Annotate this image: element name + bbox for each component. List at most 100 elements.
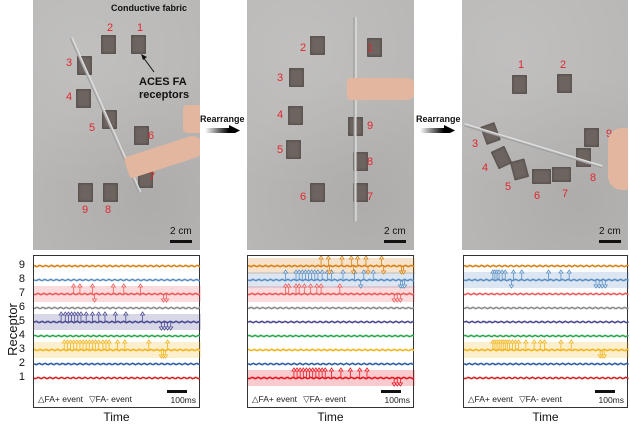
fa-plus-marker bbox=[86, 339, 93, 344]
fa-plus-marker bbox=[318, 283, 324, 288]
fa-minus-marker bbox=[593, 284, 599, 289]
receptor-number: 2 bbox=[300, 42, 307, 54]
time-scale-label: 100ms bbox=[170, 395, 196, 405]
trace-receptor-8 bbox=[34, 278, 201, 282]
y-tick: 1 bbox=[18, 371, 25, 383]
fa-minus-marker bbox=[357, 284, 364, 289]
fa-plus-marker bbox=[531, 339, 537, 344]
fa-plus-marker bbox=[300, 367, 307, 372]
legend-fa-plus: △FA+ event bbox=[252, 394, 298, 404]
fa-plus-marker bbox=[61, 339, 68, 344]
fa-plus-marker bbox=[545, 269, 552, 274]
fa-plus-marker bbox=[285, 283, 292, 288]
fa-minus-marker bbox=[397, 298, 404, 303]
time-scale-label: 100ms bbox=[598, 395, 624, 405]
scale-label: 2 cm bbox=[170, 226, 192, 237]
fa-plus-marker bbox=[75, 311, 81, 316]
fa-plus-marker bbox=[137, 283, 144, 288]
trace-receptor-6 bbox=[248, 306, 415, 310]
receptor-pad bbox=[552, 167, 571, 182]
receptor-pad bbox=[76, 89, 91, 108]
fa-plus-marker bbox=[83, 339, 89, 344]
trace-receptor-3 bbox=[34, 348, 201, 352]
fa-plus-marker bbox=[71, 311, 78, 316]
fa-plus-marker bbox=[103, 339, 109, 344]
legend-fa-minus: ▽FA- event bbox=[519, 394, 562, 404]
receptor-pad bbox=[584, 128, 599, 147]
legend-fa-plus: △FA+ event bbox=[38, 394, 84, 404]
right-arrow-icon bbox=[205, 125, 240, 133]
y-tick: 3 bbox=[18, 343, 25, 355]
trace-receptor-4 bbox=[34, 334, 201, 338]
fa-plus-marker bbox=[301, 283, 308, 288]
scale-bar bbox=[384, 240, 406, 243]
trace-receptor-1 bbox=[464, 376, 629, 380]
fa-plus-marker bbox=[318, 256, 324, 260]
aces-label-line-2: receptors bbox=[139, 89, 190, 101]
receptor-number: 4 bbox=[66, 91, 73, 103]
rearrange-label: Rearrange bbox=[416, 114, 461, 124]
fa-plus-marker bbox=[314, 283, 320, 288]
trace-receptor-6 bbox=[34, 306, 201, 310]
pointer-arrow-icon bbox=[141, 54, 155, 73]
trace-receptor-9 bbox=[248, 264, 415, 268]
right-arrow-icon bbox=[420, 125, 455, 133]
fa-plus-marker bbox=[112, 311, 119, 316]
trace-receptor-4 bbox=[248, 334, 415, 338]
trace-receptor-7 bbox=[248, 292, 415, 296]
receptor-number: 1 bbox=[518, 59, 525, 71]
raster-chart-2: △FA+ event ▽FA- event 100ms bbox=[247, 255, 415, 408]
fa-plus-marker bbox=[348, 256, 355, 260]
receptor-pad bbox=[288, 106, 303, 125]
receptor-number: 7 bbox=[149, 171, 156, 183]
trace-receptor-5 bbox=[248, 320, 415, 324]
receptor-number: 9 bbox=[367, 120, 374, 132]
fa-plus-marker bbox=[510, 269, 517, 274]
fa-plus-marker bbox=[294, 367, 300, 372]
aces-fa-receptors-label: ACES FA receptors bbox=[139, 76, 189, 102]
fa-plus-marker bbox=[364, 367, 370, 372]
receptor-number: 4 bbox=[482, 162, 489, 174]
fa-minus-marker bbox=[397, 382, 404, 387]
metal-rod bbox=[353, 16, 357, 222]
legend-fa-minus: ▽FA- event bbox=[303, 394, 346, 404]
receptor-pad bbox=[310, 36, 325, 55]
finger bbox=[347, 78, 414, 100]
legend: △FA+ event▽FA- event bbox=[468, 394, 568, 405]
receptor-number: 6 bbox=[148, 130, 155, 142]
y-tick: 6 bbox=[18, 301, 25, 313]
time-scale-label: 100ms bbox=[384, 395, 410, 405]
trace-receptor-9 bbox=[464, 264, 629, 268]
fa-plus-marker bbox=[77, 339, 83, 344]
x-axis-label: Time bbox=[103, 410, 130, 424]
fa-plus-marker bbox=[338, 367, 344, 372]
fa-plus-marker bbox=[322, 367, 328, 372]
raster-plot-2 bbox=[248, 256, 415, 387]
fa-plus-marker bbox=[319, 269, 325, 274]
fa-plus-marker bbox=[282, 269, 289, 274]
fa-plus-marker bbox=[62, 311, 69, 316]
fa-plus-marker bbox=[496, 269, 502, 274]
trace-receptor-7 bbox=[464, 292, 629, 296]
trace-receptor-6 bbox=[464, 306, 629, 310]
receptor-number: 6 bbox=[300, 191, 307, 203]
trace-receptor-4 bbox=[464, 334, 629, 338]
scale-label: 2 cm bbox=[599, 226, 621, 237]
fa-minus-marker bbox=[602, 284, 609, 289]
fa-minus-marker bbox=[91, 298, 98, 303]
fa-plus-marker bbox=[121, 283, 127, 288]
receptor-pad bbox=[512, 75, 527, 94]
fa-plus-marker bbox=[363, 256, 369, 260]
fa-minus-marker bbox=[380, 270, 387, 275]
fa-minus-marker bbox=[599, 284, 605, 289]
receptor-number: 7 bbox=[367, 191, 374, 203]
fa-minus-marker bbox=[596, 284, 602, 289]
fa-plus-marker bbox=[313, 367, 319, 372]
fa-plus-marker bbox=[282, 283, 289, 288]
rearrange-label: Rearrange bbox=[200, 114, 245, 124]
fa-plus-marker bbox=[95, 339, 102, 344]
fa-plus-marker bbox=[356, 367, 363, 372]
finger bbox=[183, 105, 200, 133]
fabric-texture bbox=[247, 0, 414, 250]
fa-plus-marker bbox=[506, 339, 513, 344]
